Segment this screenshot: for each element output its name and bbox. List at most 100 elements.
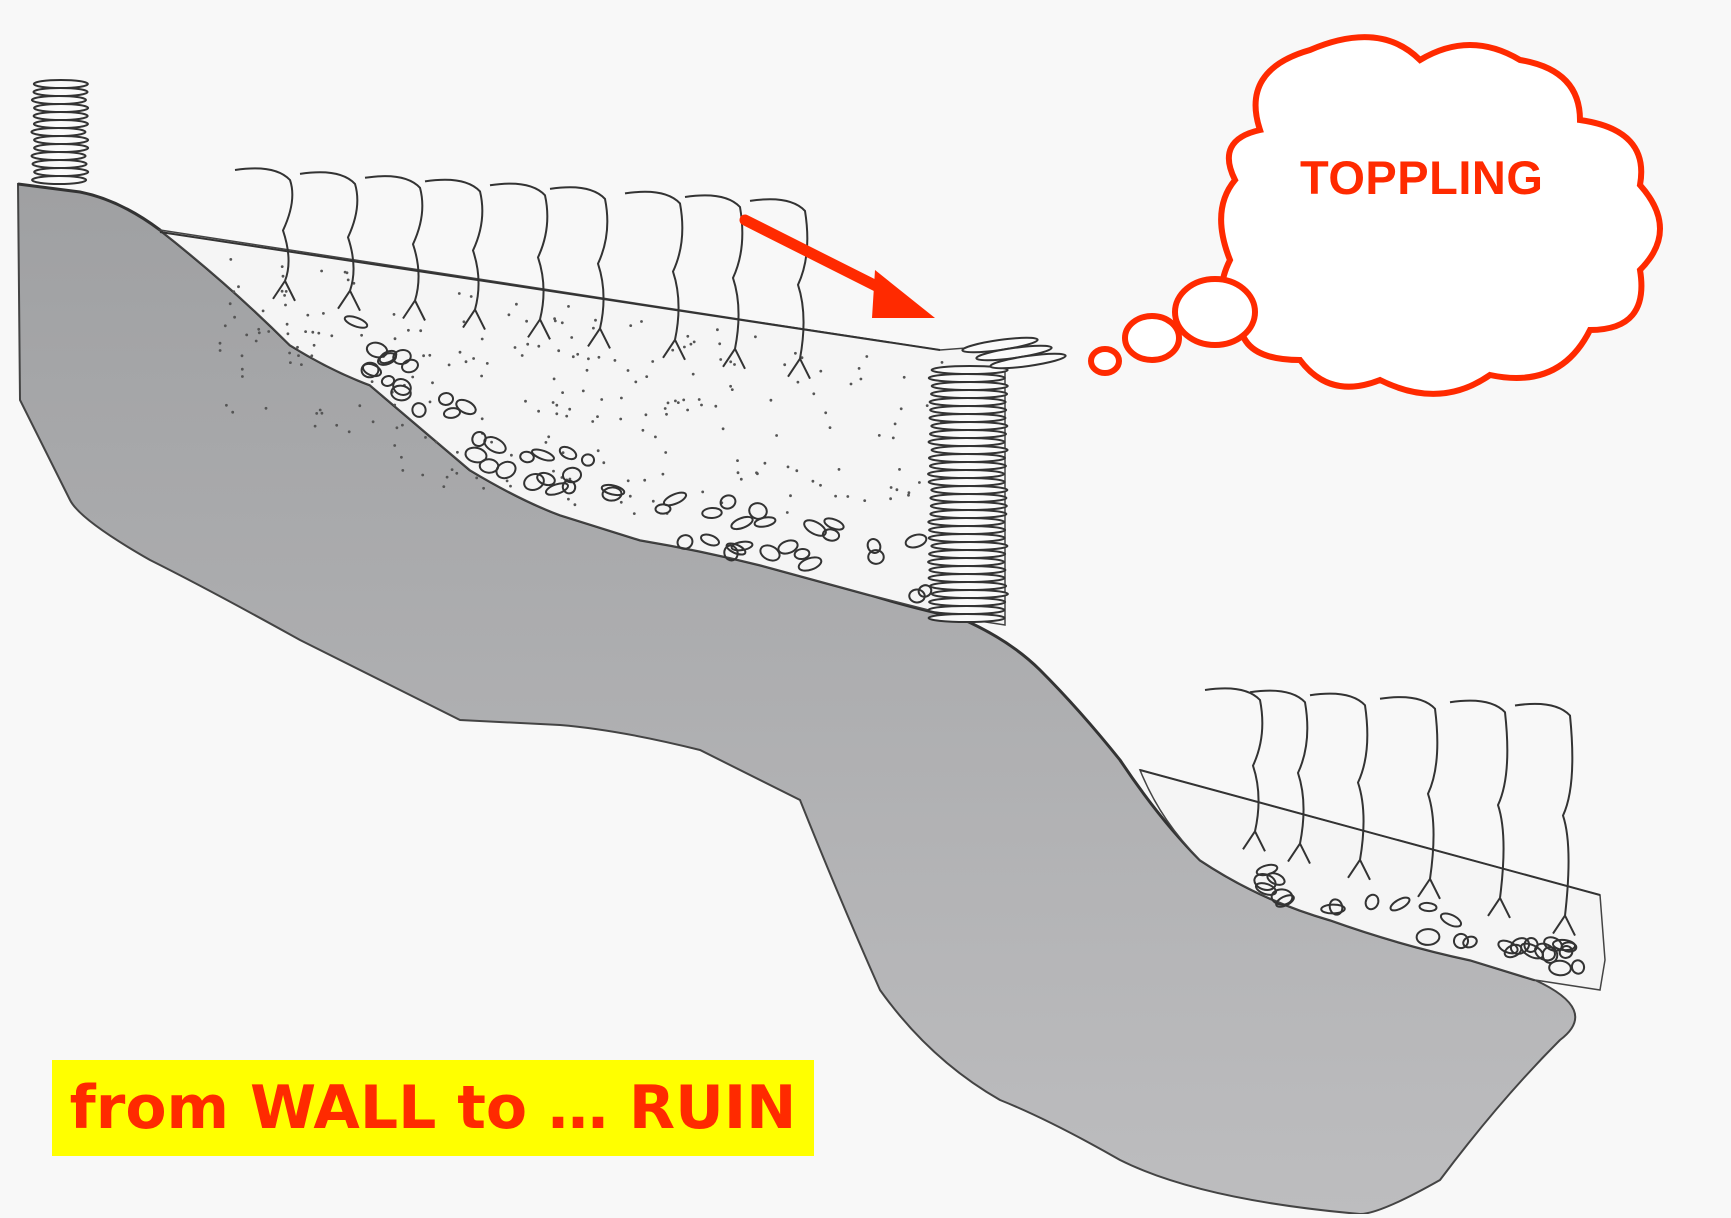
soil-dot [241,375,244,378]
soil-dot [258,331,261,334]
soil-dot [320,270,323,273]
caption-highlight: from WALL to … RUIN [52,1060,814,1156]
wall-stone [32,96,86,104]
soil-dot [480,375,483,378]
soil-dot [396,426,399,429]
soil-dot [224,324,227,327]
wall-stone [932,446,1008,454]
soil-dot [429,401,432,404]
soil-dot [446,476,449,479]
soil-dot [693,341,696,344]
wall-stone [34,168,88,176]
wall-stone [930,406,1006,414]
soil-dot [737,471,740,474]
soil-dot [233,316,236,319]
soil-dot [393,404,396,407]
soil-dot [664,407,667,410]
soil-dot [521,354,524,357]
wall-stone [32,176,86,184]
soil-dot [714,405,717,408]
soil-dot [677,401,680,404]
soil-dot [592,327,595,330]
soil-dot [824,411,827,414]
soil-dot [322,312,325,315]
soil-dot [682,399,685,402]
soil-dot [472,357,475,360]
soil-dot [718,342,721,345]
soil-dot [552,470,555,473]
soil-dot [486,362,489,365]
soil-dot [394,337,397,340]
wall-stone [33,160,87,168]
soil-dot [701,491,704,494]
soil-dot [411,376,414,379]
soil-dot [812,392,815,395]
soil-dot [526,343,529,346]
soil-dot [889,497,892,500]
soil-dot [335,424,338,427]
soil-dot [586,369,589,372]
soil-dot [358,404,361,407]
soil-dot [470,295,473,298]
wall-stone [929,526,1005,534]
soil-dot [692,373,695,376]
wall-stone [930,430,1006,438]
soil-dot [265,407,268,410]
soil-dot [671,349,674,352]
soil-dot [482,487,485,490]
soil-dot [858,367,861,370]
soil-dot [286,323,289,326]
soil-dot [262,310,265,313]
soil-dot [237,285,240,288]
soil-dot [393,313,396,316]
soil-dot [698,398,701,401]
soil-dot [642,429,645,432]
soil-dot [651,360,654,363]
wall-stone [928,606,1004,614]
thought-bubble-small-3 [1091,349,1119,373]
soil-dot [787,466,790,469]
soil-dot [421,474,424,477]
soil-dot [941,361,944,364]
soil-dot [442,485,445,488]
wall-stone [34,112,88,120]
soil-dot [300,363,303,366]
soil-dot [561,391,564,394]
wall-stone [931,502,1007,510]
soil-dot [652,500,655,503]
soil-dot [525,320,528,323]
soil-dot [908,491,911,494]
soil-dot [456,451,459,454]
soil-dot [281,290,284,293]
soil-dot [597,449,600,452]
wall-stone [929,534,1005,542]
soil-dot [330,334,333,337]
soil-dot [229,302,232,305]
soil-dot [552,401,555,404]
soil-dot [255,340,258,343]
soil-dot [850,383,853,386]
soil-dot [311,331,314,334]
soil-dot [347,279,350,282]
soil-dot [786,511,789,514]
soil-dot [690,343,693,346]
soil-dot [896,488,899,491]
soil-dot [296,346,299,349]
soil-dot [229,258,232,261]
soil-dot [587,357,590,360]
wall-stone [31,128,85,136]
soil-dot [620,501,623,504]
soil-dot [565,415,568,418]
soil-dot [297,354,300,357]
wall-stone [34,80,88,88]
soil-dot [508,313,511,316]
soil-dot [634,381,637,384]
soil-dot [562,451,565,454]
soil-dot [431,381,434,384]
soil-dot [424,436,427,439]
wall-stone [930,510,1006,518]
soil-dot [662,473,665,476]
soil-dot [371,380,374,383]
wall-stone [932,382,1008,390]
soil-dot [654,436,657,439]
